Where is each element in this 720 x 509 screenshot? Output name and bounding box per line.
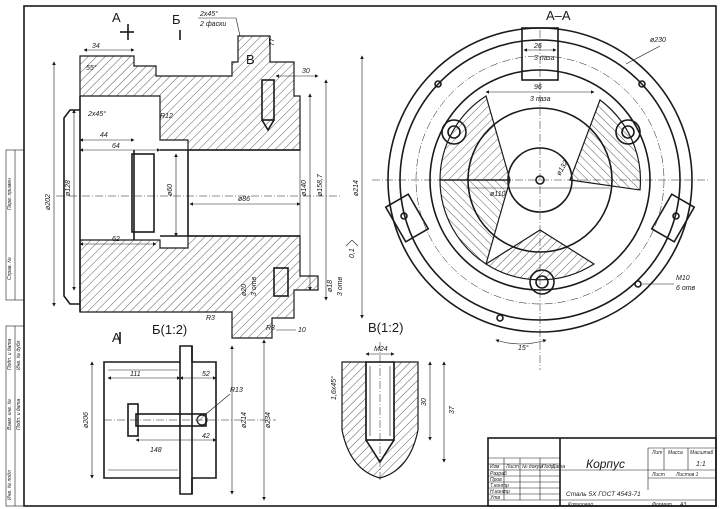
dim-42: 42 <box>202 433 210 440</box>
side-strip-label: Инв. № дубл <box>16 340 22 370</box>
dim-64: 64 <box>112 143 120 150</box>
view-aa-title: А–А <box>546 8 571 23</box>
dim-grooves1: 3 паза <box>534 55 555 62</box>
dim-r12: R12 <box>160 113 173 120</box>
dim-96: 96 <box>534 84 542 91</box>
dim-m24: М24 <box>374 346 388 353</box>
tb-row-label: Дата <box>551 464 565 470</box>
dim-d20: ø20 <box>241 284 248 296</box>
tb-row-label: Подп <box>542 464 554 470</box>
dim-30b: 30 <box>421 398 428 406</box>
tb-role: Н.контр <box>490 489 510 495</box>
dim-10: 10 <box>298 327 306 334</box>
part-material: Сталь 5Х ГОСТ 4543-71 <box>566 491 641 498</box>
dim-d214: ø214 <box>353 180 360 196</box>
dim-grooves2: 3 паза <box>530 96 551 103</box>
tb-row-label: № докум <box>522 464 543 470</box>
dim-m10: М10 <box>676 275 690 282</box>
side-strip-label: Подп. и дата <box>16 398 22 430</box>
dim-148: 148 <box>150 447 162 454</box>
dim-d132: ø132 <box>556 160 570 177</box>
dim-d214b: ø214 <box>241 412 248 428</box>
cut-label-a-bottom: А <box>112 330 121 345</box>
side-strip-label: Перв. примен <box>7 178 13 210</box>
dim-d128: ø128 <box>65 180 72 196</box>
detail-b-title: Б(1:2) <box>152 322 187 337</box>
dim-26: 26 <box>533 43 542 50</box>
dim-holes6: 6 отв <box>676 285 696 292</box>
dim-d234: ø234 <box>265 412 272 428</box>
dim-d18: ø18 <box>327 280 334 292</box>
tb-scale: Масштаб <box>690 450 714 456</box>
aa-section-view: А–А 26 3 паза <box>372 8 710 370</box>
dim-holes3b: 3 отв <box>337 276 344 296</box>
dim-d110: ø110 <box>490 191 506 198</box>
drawing-frame <box>5 5 717 507</box>
tb-mass: Масса <box>668 450 683 456</box>
chamfer-note-1: 2х45° <box>199 10 218 18</box>
dim-d206: ø206 <box>83 412 90 428</box>
tolerance-mark: 0,1 <box>349 248 356 258</box>
tb-role: Пров <box>490 477 502 483</box>
dim-angle15: 15° <box>518 344 529 352</box>
dim-d60: ø60 <box>167 184 174 196</box>
title-block: Корпус Сталь 5Х ГОСТ 4543-71 Лит Масса М… <box>487 437 717 508</box>
dim-r8: R8 <box>266 325 275 332</box>
dim-d140: ø140 <box>301 180 308 196</box>
tb-row-label: Лист <box>505 464 519 470</box>
tb-format-value: А3 <box>679 502 686 508</box>
tb-sheets: Листов 1 <box>675 472 699 478</box>
dim-angle55: 55° <box>86 64 97 72</box>
dim-37: 37 <box>449 405 456 414</box>
detail-v-view: В(1:2) М24 1,6х45° 30 37 <box>330 320 456 480</box>
tb-role: Разраб <box>490 471 507 477</box>
cut-label-a: А <box>112 10 121 25</box>
tb-lit: Лит <box>651 450 662 456</box>
chamfer-note-2: 2 фаски <box>199 21 226 28</box>
dim-d230: ø230 <box>650 37 666 44</box>
dim-77: 77 <box>269 37 276 46</box>
tb-format: Формат <box>652 502 672 508</box>
dim-52: 52 <box>202 371 210 378</box>
cut-label-b: Б <box>172 12 181 27</box>
dim-ch2x45: 2х45° <box>87 110 106 118</box>
side-strip-label: Взам. инв. № <box>7 398 13 430</box>
part-name: Корпус <box>586 457 625 471</box>
tb-sheet: Лист <box>651 472 665 478</box>
side-strip: Перв. примен Справ. № Подп. и дата Инв. … <box>7 178 22 500</box>
tb-role: Утв <box>490 495 500 501</box>
dim-62: 62 <box>112 236 120 243</box>
dim-r3: R3 <box>206 315 215 322</box>
dim-44: 44 <box>100 132 108 139</box>
dim-34: 34 <box>92 43 100 50</box>
tb-copied: Копировал <box>568 502 593 508</box>
dim-ch16: 1,6х45° <box>330 376 338 400</box>
side-strip-label: Инв. № подл <box>7 470 13 500</box>
main-section-view: А Б В ø202 ø128 ø60 ø86 ø140 ø15 <box>45 10 364 339</box>
dim-r13: R13 <box>230 387 243 394</box>
dim-d1587: ø158,7 <box>317 173 324 196</box>
dim-d202: ø202 <box>45 194 52 210</box>
side-strip-label: Справ. № <box>7 257 13 280</box>
tb-role: Т.контр <box>490 483 509 489</box>
tb-scale-value: 1:1 <box>696 461 706 468</box>
dim-d86: ø86 <box>238 196 250 203</box>
dim-111: 111 <box>130 371 141 378</box>
dim-30: 30 <box>302 68 310 75</box>
tb-row-label: Изм <box>490 464 500 470</box>
detail-v-title: В(1:2) <box>368 320 403 335</box>
dim-holes3: 3 отв <box>251 276 258 296</box>
side-strip-label: Подп. и дата <box>7 338 13 370</box>
detail-b-view: А Б(1:2) 111 52 R13 ø206 148 42 ø214 ø23… <box>83 322 276 501</box>
